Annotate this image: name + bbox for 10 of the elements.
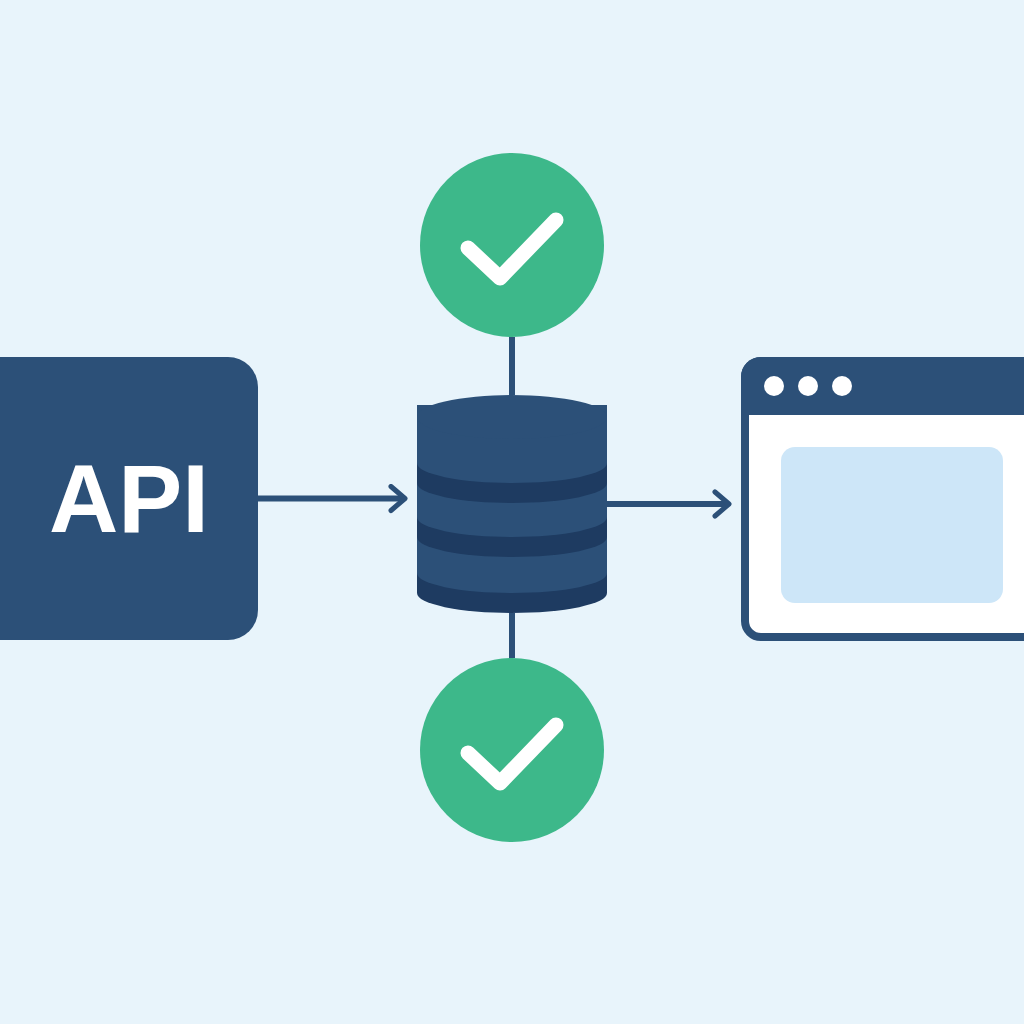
process-box — [0, 357, 258, 640]
check-circle — [420, 153, 604, 337]
arrow — [607, 489, 732, 519]
check-circle — [420, 658, 604, 842]
connector-line — [509, 337, 515, 395]
database-drawing — [417, 395, 607, 613]
connector-line — [509, 613, 515, 658]
browser-window-drawing — [741, 357, 1024, 641]
node-label: API — [49, 443, 209, 554]
arrow — [258, 484, 408, 513]
